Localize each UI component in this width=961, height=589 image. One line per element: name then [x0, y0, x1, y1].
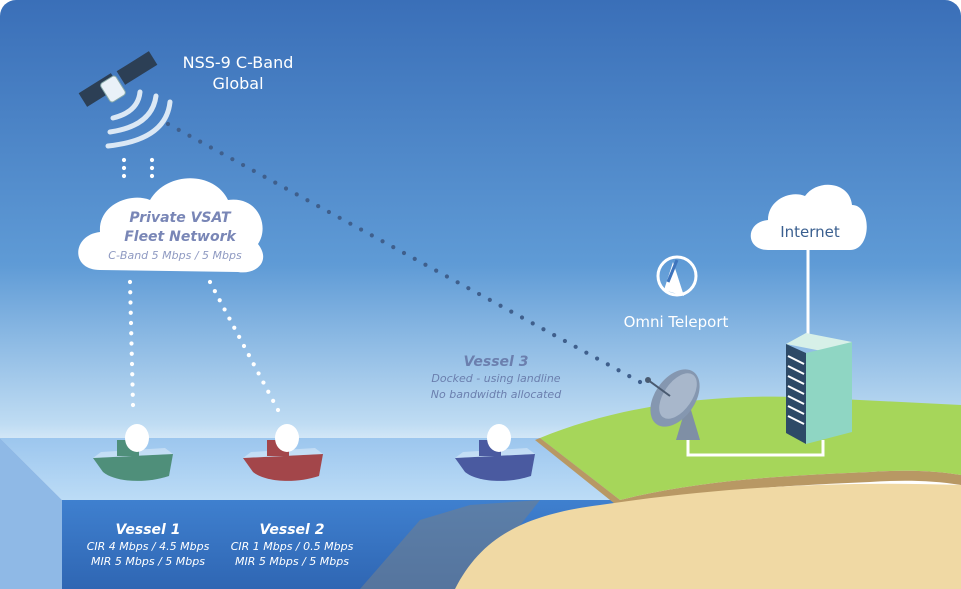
vessel-1-name: Vessel 1 — [116, 522, 181, 538]
vessel-1-cir: CIR 4 Mbps / 4.5 Mbps — [87, 540, 210, 553]
omni-logo-icon — [656, 255, 698, 297]
internet-label: Internet — [780, 223, 840, 241]
teleport-label: Omni Teleport — [624, 313, 729, 331]
vessel-1-boat-icon — [93, 424, 173, 481]
satellite-name-line2: Global — [212, 74, 263, 93]
satellite-cloud-dots-2 — [121, 157, 127, 179]
network-cloud — [78, 178, 264, 273]
satellite-icon — [78, 51, 173, 149]
vessel-2-mir: MIR 5 Mbps / 5 Mbps — [235, 555, 349, 568]
vessel-2-cir: CIR 1 Mbps / 0.5 Mbps — [231, 540, 354, 553]
vessel-2-boat-icon — [243, 424, 323, 481]
vessel-3-name: Vessel 3 — [464, 354, 529, 370]
vessel-3-boat-icon — [455, 424, 535, 481]
cloud-vessel-2-dots — [207, 279, 281, 413]
vessel-3-status: Docked - using landline — [431, 372, 560, 385]
network-cloud-title-line2: Fleet Network — [124, 229, 237, 245]
datacenter-building-icon — [786, 333, 852, 444]
satellite-cloud-dots — [149, 157, 155, 179]
vessel-1-mir: MIR 5 Mbps / 5 Mbps — [91, 555, 205, 568]
vessel-3-bandwidth: No bandwidth allocated — [431, 388, 562, 401]
land — [455, 396, 961, 589]
network-cloud-capacity: C-Band 5 Mbps / 5 Mbps — [108, 249, 242, 262]
teleport-dish-icon — [645, 369, 700, 440]
vessel-2-name: Vessel 2 — [260, 522, 325, 538]
satellite-name-line1: NSS-9 C-Band — [183, 53, 294, 72]
internet-cloud — [750, 184, 867, 250]
cloud-vessel-1-dots — [127, 279, 136, 408]
satellite-teleport-dots — [165, 121, 643, 385]
network-cloud-title-line1: Private VSAT — [129, 210, 232, 226]
cable-dish-building — [686, 440, 825, 457]
satellite-teleport-link — [121, 121, 643, 413]
